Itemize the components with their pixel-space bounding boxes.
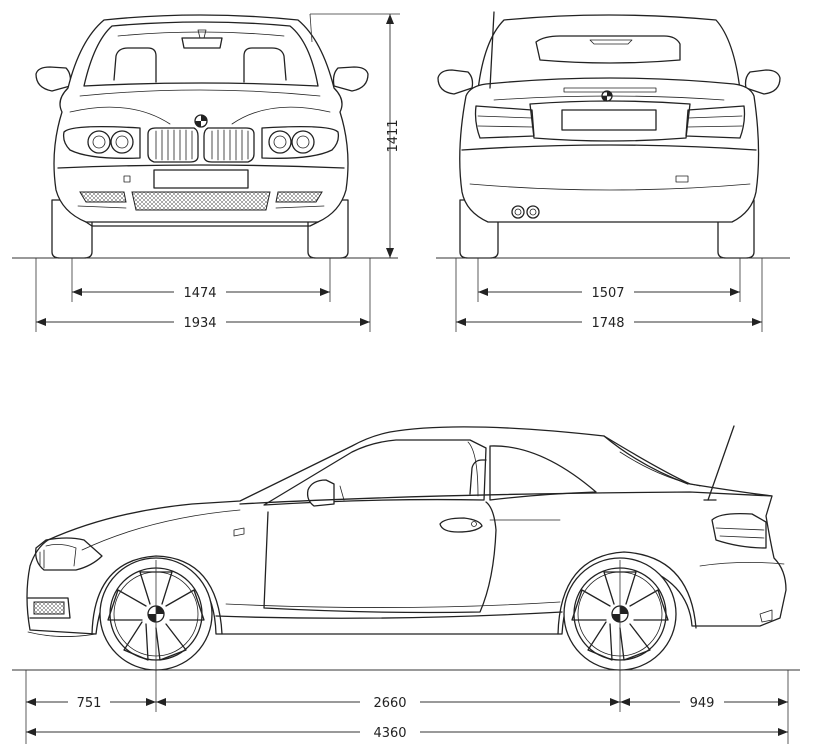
front-view xyxy=(35,14,369,259)
side-view xyxy=(26,425,787,671)
rear-view xyxy=(437,11,781,259)
front-width-label: 1934 xyxy=(183,316,216,331)
rear-width-label: 1748 xyxy=(591,316,624,331)
overall-length-label: 4360 xyxy=(373,726,406,741)
front-track-label: 1474 xyxy=(183,286,216,301)
front-overhang-label: 751 xyxy=(77,696,102,711)
front-height-label: 1411 xyxy=(386,119,401,152)
rear-track-label: 1507 xyxy=(591,286,624,301)
dimension-lines xyxy=(25,13,789,744)
rear-overhang-label: 949 xyxy=(690,696,715,711)
wheelbase-label: 2660 xyxy=(373,696,406,711)
